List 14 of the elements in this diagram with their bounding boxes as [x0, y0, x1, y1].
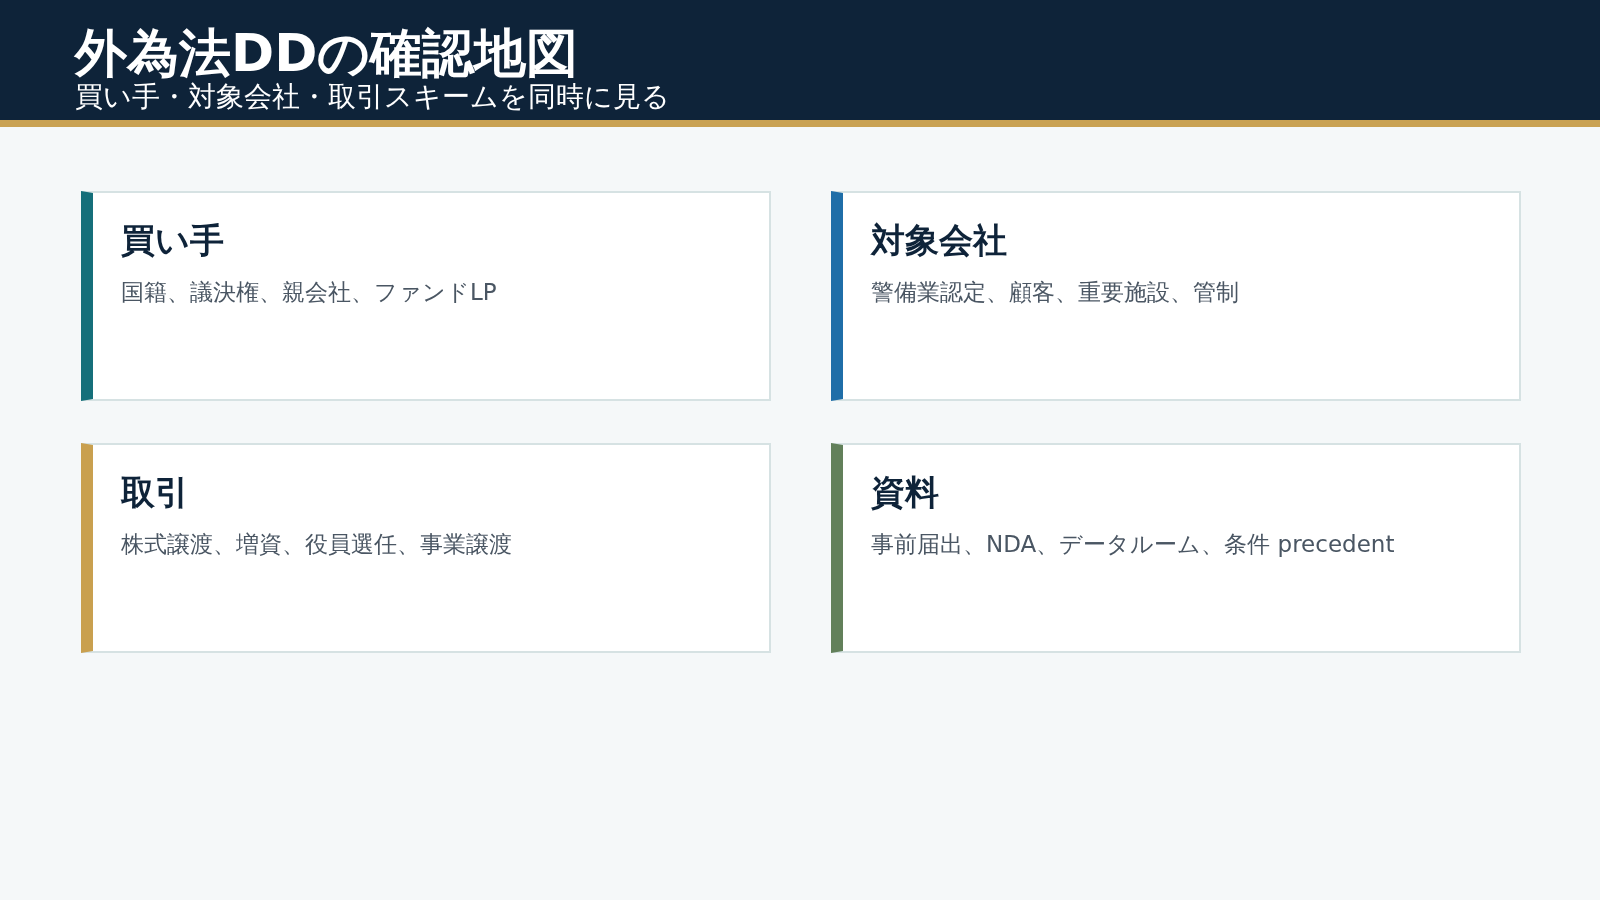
card-heading: 資料 — [871, 471, 939, 513]
info-card — [831, 191, 1521, 401]
card-heading: 対象会社 — [871, 219, 1007, 261]
info-card — [81, 191, 771, 401]
subtitle: 買い手・対象会社・取引スキームを同時に見る — [75, 81, 670, 113]
page-title: 外為法DDの確認地図 — [75, 24, 579, 82]
card-heading: 取引 — [121, 471, 189, 513]
card-text: 事前届出、NDA、データルーム、条件 precedent — [871, 530, 1395, 559]
card-text: 国籍、議決権、親会社、ファンドLP — [121, 278, 497, 307]
card-text: 株式譲渡、増資、役員選任、事業譲渡 — [121, 530, 512, 559]
info-card — [81, 443, 771, 653]
card-heading: 買い手 — [121, 219, 224, 261]
card-text: 警備業認定、顧客、重要施設、管制 — [871, 278, 1239, 307]
info-card — [831, 443, 1521, 653]
